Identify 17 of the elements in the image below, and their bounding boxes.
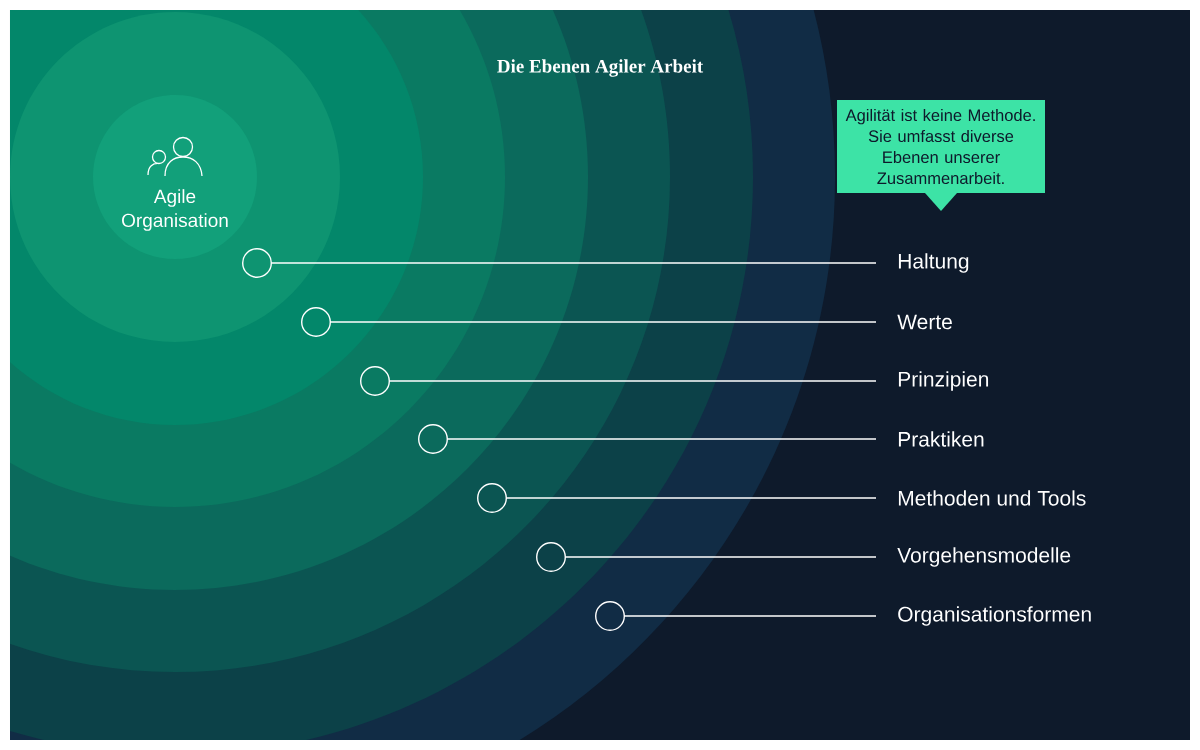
leader-line xyxy=(595,601,877,631)
leader-line xyxy=(301,307,877,337)
layer-label: Organisationsformen xyxy=(898,606,1091,626)
leader-line xyxy=(536,542,877,572)
layer-label: Werte xyxy=(897,314,952,330)
leader-line xyxy=(242,248,877,278)
leader-line xyxy=(360,366,877,396)
layer-label: Prinzipien xyxy=(898,371,989,391)
callout-box: Agilität ist keine Methode. Sie umfasst diverse Ebenen unserer Zusammenarbeit. xyxy=(837,100,1045,211)
leader-line xyxy=(418,424,877,454)
layer-label: Vorgehensmodelle xyxy=(897,547,1071,567)
layer-label: Praktiken xyxy=(898,431,984,447)
title: Die Ebenen Agiler Arbeit xyxy=(497,59,704,77)
circle-label: Agile Organisation xyxy=(122,189,228,231)
layer-label: Methoden und Tools xyxy=(898,490,1086,506)
layer-label: Haltung xyxy=(898,253,969,273)
leader-line xyxy=(477,483,877,513)
